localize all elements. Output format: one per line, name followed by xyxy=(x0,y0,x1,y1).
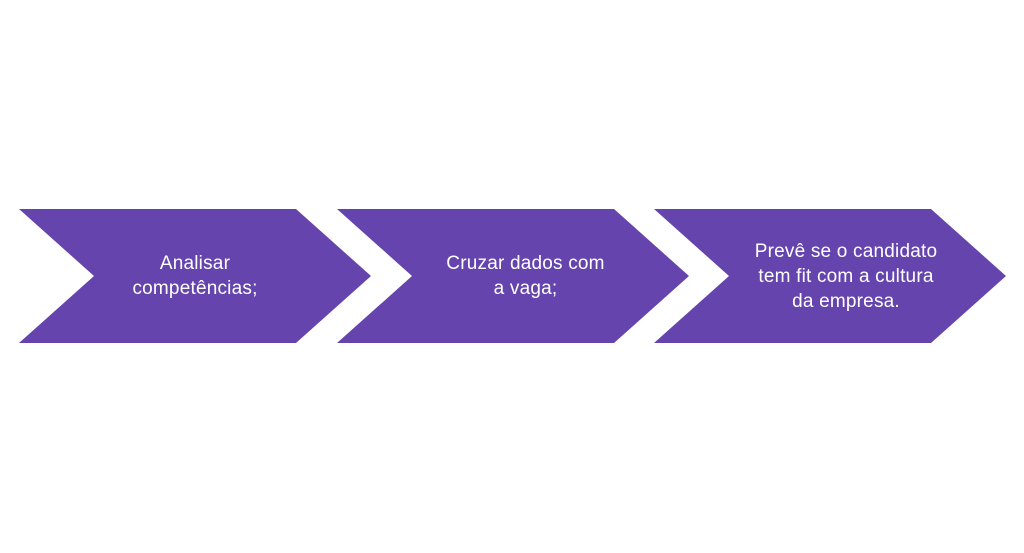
chevron-step-3-label: Prevê se o candidato tem fit com a cultu… xyxy=(754,240,938,312)
chevron-step-1: Analisar competências; xyxy=(19,209,371,343)
chevron-step-3-shape xyxy=(654,209,1006,343)
chevron-step-2-label-box: Cruzar dados com a vaga; xyxy=(412,209,639,343)
chevron-step-2-shape xyxy=(337,209,689,343)
chevron-step-1-label: Analisar competências; xyxy=(132,253,258,299)
chevron-step-1-label-box: Analisar competências; xyxy=(94,209,296,343)
chevron-step-3-label-box: Prevê se o candidato tem fit com a cultu… xyxy=(716,209,976,343)
chevron-step-2: Cruzar dados com a vaga; xyxy=(337,209,689,343)
chevron-step-2-label: Cruzar dados com a vaga; xyxy=(446,253,605,299)
chevron-step-3: Prevê se o candidato tem fit com a cultu… xyxy=(654,209,1006,343)
chevron-step-1-shape xyxy=(19,209,371,343)
